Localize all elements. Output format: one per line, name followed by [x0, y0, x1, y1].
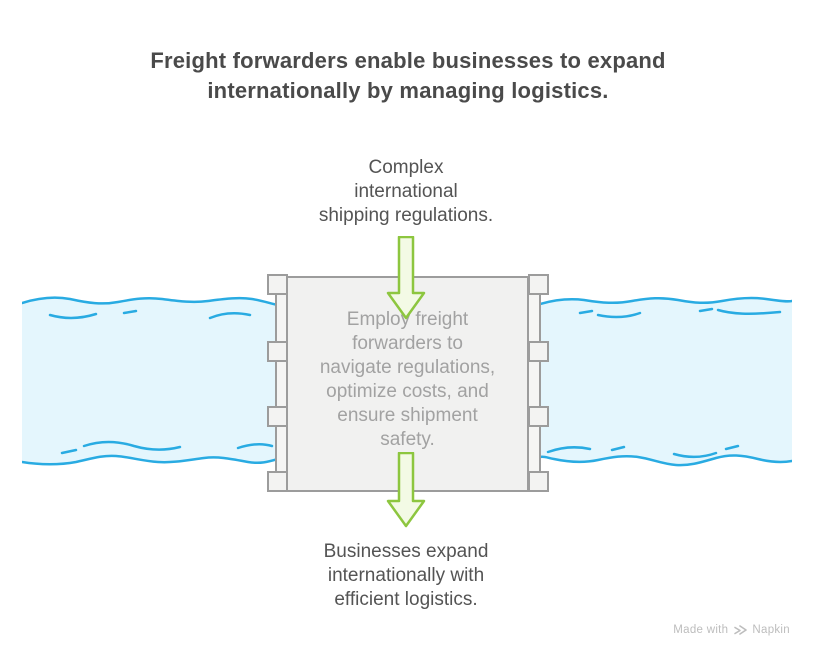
lock-tab	[528, 471, 549, 492]
lock-tab	[528, 406, 549, 427]
napkin-logo-icon	[734, 625, 748, 635]
lock-tab	[528, 341, 549, 362]
wave-accent	[716, 308, 782, 315]
wave-accent	[698, 307, 714, 313]
wave-accent	[48, 312, 98, 320]
water-left-fill	[22, 297, 278, 465]
outcome-label: Businesses expand internationally with e…	[323, 541, 489, 610]
water-left-illustration	[22, 296, 278, 466]
water-right-top-edge	[540, 296, 792, 306]
wave-accent	[122, 309, 138, 315]
wave-accent	[546, 446, 592, 454]
down-arrow-icon	[386, 452, 426, 528]
wave-accent	[578, 309, 594, 315]
down-arrow-icon	[386, 236, 426, 320]
wave-accent	[208, 312, 252, 320]
wave-accent	[610, 445, 626, 452]
water-left-top-edge	[22, 296, 278, 307]
water-right-fill	[540, 297, 792, 466]
water-right-bottom-edge	[540, 454, 792, 467]
watermark-prefix: Made with	[673, 624, 729, 636]
lock-tab	[267, 274, 288, 295]
wave-accent	[82, 440, 182, 451]
watermark: Made with Napkin	[673, 623, 790, 637]
lock-tab	[528, 274, 549, 295]
solution-label: Employ freight forwarders to navigate re…	[319, 309, 496, 450]
wave-accent	[596, 311, 642, 319]
water-left-bottom-edge	[22, 454, 278, 466]
lock-tab	[267, 341, 288, 362]
diagram-title: Freight forwarders enable businesses to …	[150, 48, 666, 103]
wave-accent	[236, 443, 274, 450]
water-right-illustration	[540, 296, 792, 467]
lock-tab	[267, 471, 288, 492]
watermark-brand: Napkin	[752, 624, 790, 636]
wave-accent	[60, 448, 78, 455]
wave-accent	[724, 444, 740, 451]
lock-rail-right	[527, 276, 541, 492]
wave-accent	[672, 451, 718, 459]
cause-label: Complex international shipping regulatio…	[318, 157, 494, 226]
lock-tab	[267, 406, 288, 427]
